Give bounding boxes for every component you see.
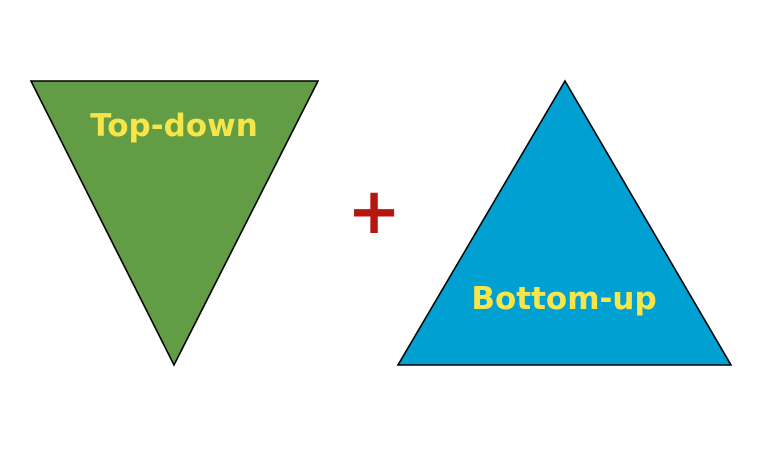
bottom-up-triangle bbox=[396, 79, 733, 366]
top-down-triangle bbox=[29, 80, 320, 367]
bottom-up-label: Bottom-up bbox=[471, 281, 656, 317]
plus-sign: + bbox=[347, 175, 401, 249]
top-down-label: Top-down bbox=[90, 108, 258, 144]
